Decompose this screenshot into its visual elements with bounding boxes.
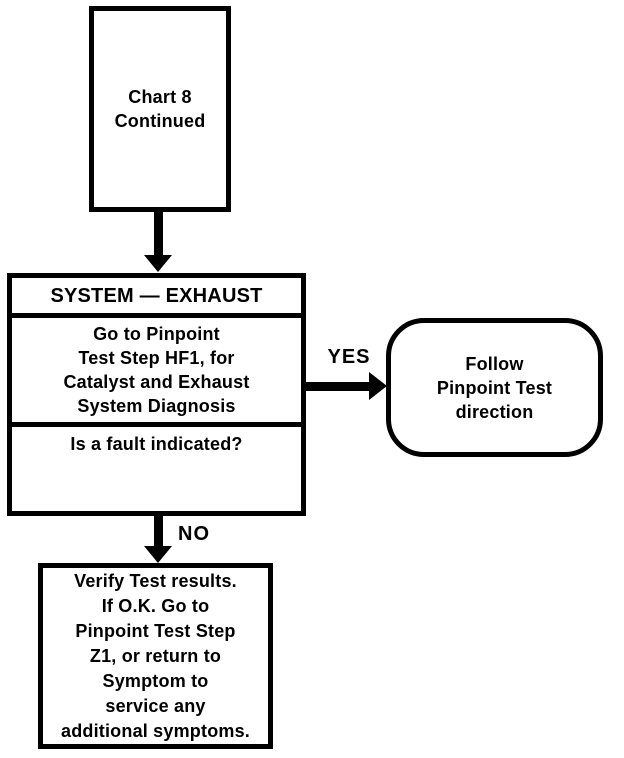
terminal-node: Follow Pinpoint Test direction <box>386 318 603 457</box>
no-branch-label: NO <box>178 523 210 545</box>
verify-results-node: Verify Test results. If O.K. Go to Pinpo… <box>38 563 273 749</box>
system-header-label: SYSTEM — EXHAUST <box>50 284 263 307</box>
system-action-label: Go to Pinpoint Test Step HF1, for Cataly… <box>63 324 250 416</box>
connector-no <box>154 516 163 548</box>
start-node-label: Chart 8 Continued <box>114 87 206 131</box>
system-decision-block: SYSTEM — EXHAUST Go to Pinpoint Test Ste… <box>7 273 306 516</box>
system-header-compartment: SYSTEM — EXHAUST <box>12 278 301 318</box>
yes-branch-label: YES <box>327 346 371 368</box>
arrowhead-down-icon <box>144 255 172 272</box>
system-question-compartment: Is a fault indicated? <box>12 427 301 501</box>
system-action-compartment: Go to Pinpoint Test Step HF1, for Cataly… <box>12 318 301 427</box>
connector-start-to-system <box>154 211 163 257</box>
system-question-label: Is a fault indicated? <box>70 434 243 454</box>
arrowhead-down-icon <box>144 546 172 563</box>
verify-results-label: Verify Test results. If O.K. Go to Pinpo… <box>60 571 251 741</box>
start-node: Chart 8 Continued <box>89 6 231 212</box>
terminal-node-label: Follow Pinpoint Test direction <box>436 353 553 422</box>
connector-yes <box>306 382 369 391</box>
arrowhead-right-icon <box>369 372 387 400</box>
